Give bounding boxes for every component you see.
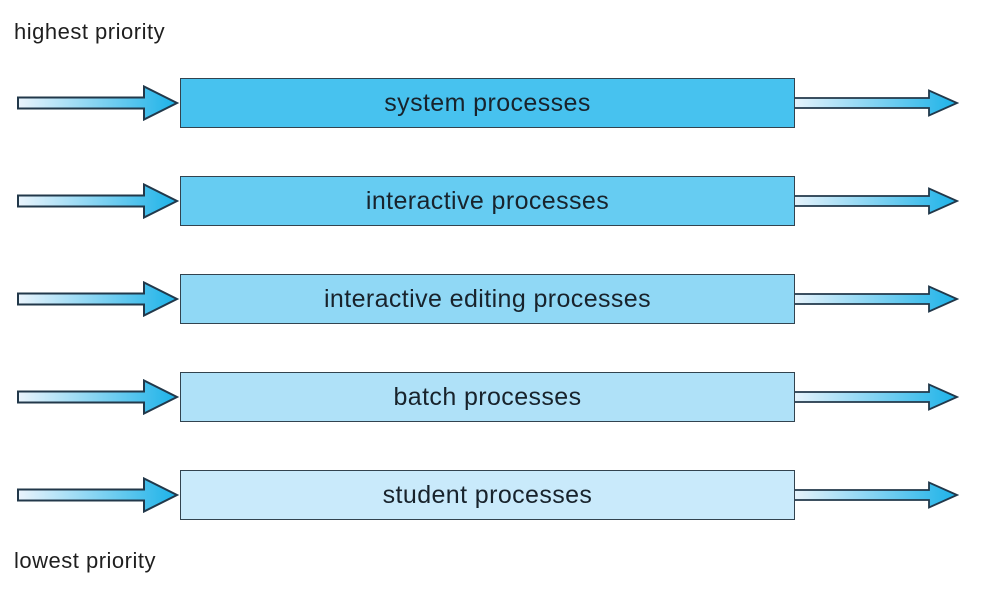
lowest-priority-label: lowest priority (14, 548, 156, 573)
outflow-arrow-icon (791, 187, 959, 215)
queue-label: interactive editing processes (323, 284, 652, 313)
queue-box-interactive-editing: interactive editing processes (180, 274, 795, 324)
inflow-arrow-icon (17, 477, 180, 513)
queue-label: student processes (382, 480, 593, 509)
queue-row-interactive: interactive processes (0, 176, 1000, 226)
queue-box-student: student processes (180, 470, 795, 520)
queue-row-interactive-editing: interactive editing processes (0, 274, 1000, 324)
inflow-arrow-icon (17, 85, 180, 121)
inflow-arrow-icon (17, 281, 180, 317)
outflow-arrow-icon (791, 89, 959, 117)
outflow-arrow-icon (791, 285, 959, 313)
queue-row-student: student processes (0, 470, 1000, 520)
outflow-arrow-icon (791, 383, 959, 411)
inflow-arrow-icon (17, 183, 180, 219)
queue-label: system processes (384, 88, 591, 117)
queue-label: interactive processes (365, 186, 610, 215)
inflow-arrow-icon (17, 379, 180, 415)
queue-label: batch processes (393, 382, 582, 411)
queue-row-batch: batch processes (0, 372, 1000, 422)
queue-box-system: system processes (180, 78, 795, 128)
queue-box-batch: batch processes (180, 372, 795, 422)
outflow-arrow-icon (791, 481, 959, 509)
highest-priority-label: highest priority (14, 19, 166, 44)
queue-row-system: system processes (0, 78, 1000, 128)
queue-box-interactive: interactive processes (180, 176, 795, 226)
